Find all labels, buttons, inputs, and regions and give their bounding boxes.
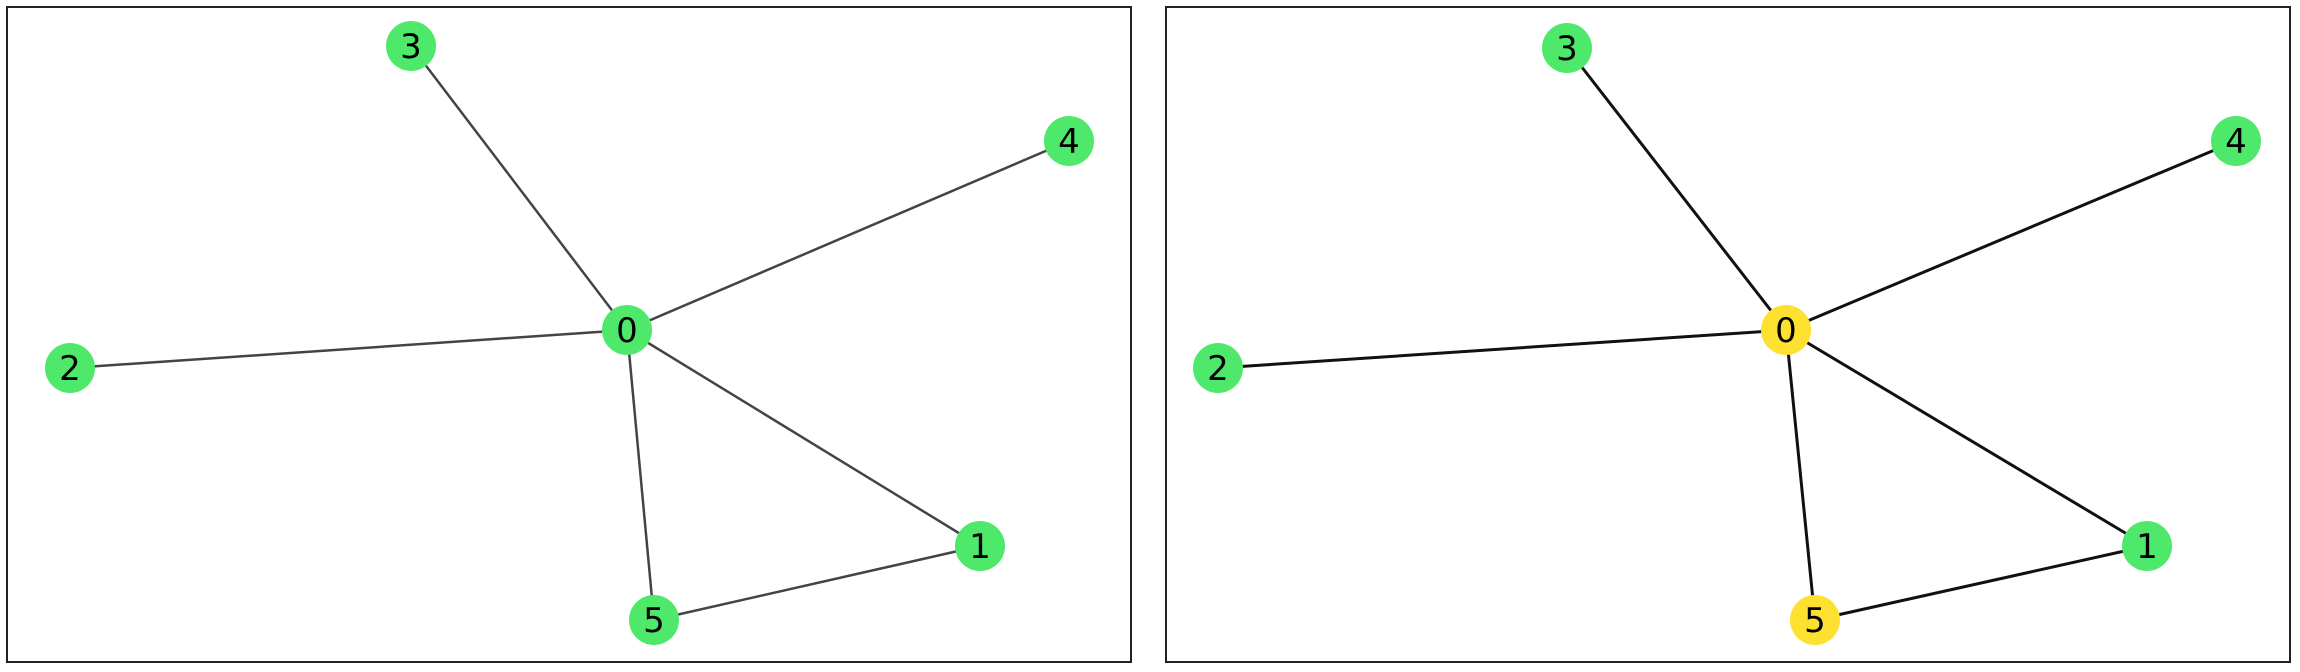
- left-node-0: 0: [602, 305, 652, 355]
- right-node-label-1: 1: [2136, 527, 2158, 567]
- right-node-circle-4: [2211, 116, 2261, 166]
- left-node-label-4: 4: [1058, 122, 1080, 162]
- left-graph-panel: 0 1 2 3 4 5: [6, 6, 1132, 663]
- right-node-0: 0: [1761, 305, 1811, 355]
- right-node-label-2: 2: [1207, 349, 1229, 389]
- right-node-label-3: 3: [1556, 29, 1578, 69]
- left-node-circle-4: [1044, 116, 1094, 166]
- right-node-label-4: 4: [2225, 122, 2247, 162]
- right-edge-0-5: [1784, 328, 1817, 622]
- right-node-1: 1: [2122, 521, 2172, 571]
- right-edge-0-4: [1784, 139, 2238, 332]
- right-node-circle-5: [1790, 595, 1840, 645]
- left-edge-0-3: [409, 44, 629, 332]
- left-node-1: 1: [955, 521, 1005, 571]
- right-node-3: 3: [1542, 23, 1592, 73]
- right-node-circle-0: [1761, 305, 1811, 355]
- right-node-label-0: 0: [1775, 311, 1797, 351]
- right-node-2: 2: [1193, 343, 1243, 393]
- right-node-circle-3: [1542, 23, 1592, 73]
- left-node-2: 2: [45, 343, 95, 393]
- right-graph-panel: 0 1 2 3 4 5: [1165, 6, 2291, 663]
- left-node-label-2: 2: [59, 349, 81, 389]
- left-node-circle-5: [629, 595, 679, 645]
- left-node-circle-0: [602, 305, 652, 355]
- left-edge-0-4: [625, 139, 1071, 332]
- left-edge-0-5: [625, 328, 656, 622]
- right-edge-5-1: [1813, 544, 2149, 622]
- right-node-4: 4: [2211, 116, 2261, 166]
- left-node-3: 3: [386, 21, 436, 71]
- left-edge-0-1: [625, 328, 982, 548]
- left-node-circle-3: [386, 21, 436, 71]
- left-node-label-3: 3: [400, 27, 422, 67]
- left-edge-5-1: [652, 544, 982, 622]
- left-edge-0-2: [68, 328, 629, 370]
- left-node-label-0: 0: [616, 311, 638, 351]
- right-node-circle-1: [2122, 521, 2172, 571]
- right-edge-0-2: [1216, 328, 1788, 370]
- left-node-5: 5: [629, 595, 679, 645]
- right-node-label-5: 5: [1804, 601, 1826, 641]
- right-node-5: 5: [1790, 595, 1840, 645]
- left-node-label-5: 5: [643, 601, 665, 641]
- right-node-circle-2: [1193, 343, 1243, 393]
- left-node-circle-2: [45, 343, 95, 393]
- right-edge-0-3: [1565, 46, 1788, 332]
- left-node-circle-1: [955, 521, 1005, 571]
- right-edge-0-1: [1784, 328, 2149, 548]
- left-node-4: 4: [1044, 116, 1094, 166]
- left-node-label-1: 1: [969, 527, 991, 567]
